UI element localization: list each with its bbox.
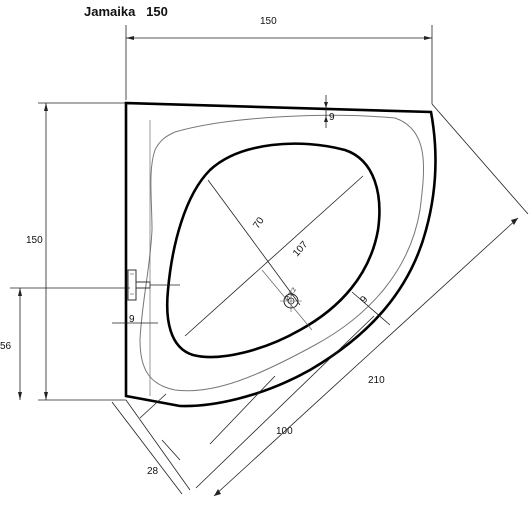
rim-top-dimension: 9	[324, 95, 335, 128]
drain-icon: Ø 5,2	[280, 286, 302, 312]
rim-top-label: 9	[329, 112, 335, 123]
top-width-dimension: 150	[125, 16, 433, 104]
faucet-fitting	[127, 269, 180, 301]
model-size: 150	[146, 4, 168, 19]
model-name: Jamaika	[84, 4, 136, 19]
left-height-dimension: 150	[26, 102, 126, 401]
extension-lines	[149, 120, 313, 396]
tub-rim-outline	[139, 114, 425, 392]
tub-outer-outline	[124, 101, 437, 408]
bottom-28-dimension: 28	[111, 393, 183, 495]
top-width-label: 150	[260, 16, 277, 27]
left-partial-label: 56	[0, 341, 12, 352]
diagonal-dimension: 210	[125, 103, 529, 497]
bottom-100-dimension: 100	[195, 315, 375, 489]
diagonal-label: 210	[368, 375, 385, 386]
inner-long-dimension: 107	[184, 175, 364, 337]
left-partial-dimension: 56	[0, 287, 130, 400]
rim-diag-dimension: 9	[351, 291, 391, 326]
drawing-title: Jamaika 150	[84, 4, 168, 19]
bottom-28-label: 28	[147, 466, 159, 477]
tub-basin-outline	[165, 142, 381, 359]
inner-short-label: 70	[251, 215, 267, 231]
rim-diag-label: 9	[358, 294, 370, 306]
left-height-label: 150	[26, 235, 43, 246]
inner-short-dimension: 70	[207, 179, 301, 306]
bottom-100-label: 100	[276, 426, 293, 437]
inner-long-label: 107	[291, 239, 311, 259]
rim-left-label: 9	[129, 314, 135, 325]
rim-left-dimension: 9	[112, 314, 158, 325]
